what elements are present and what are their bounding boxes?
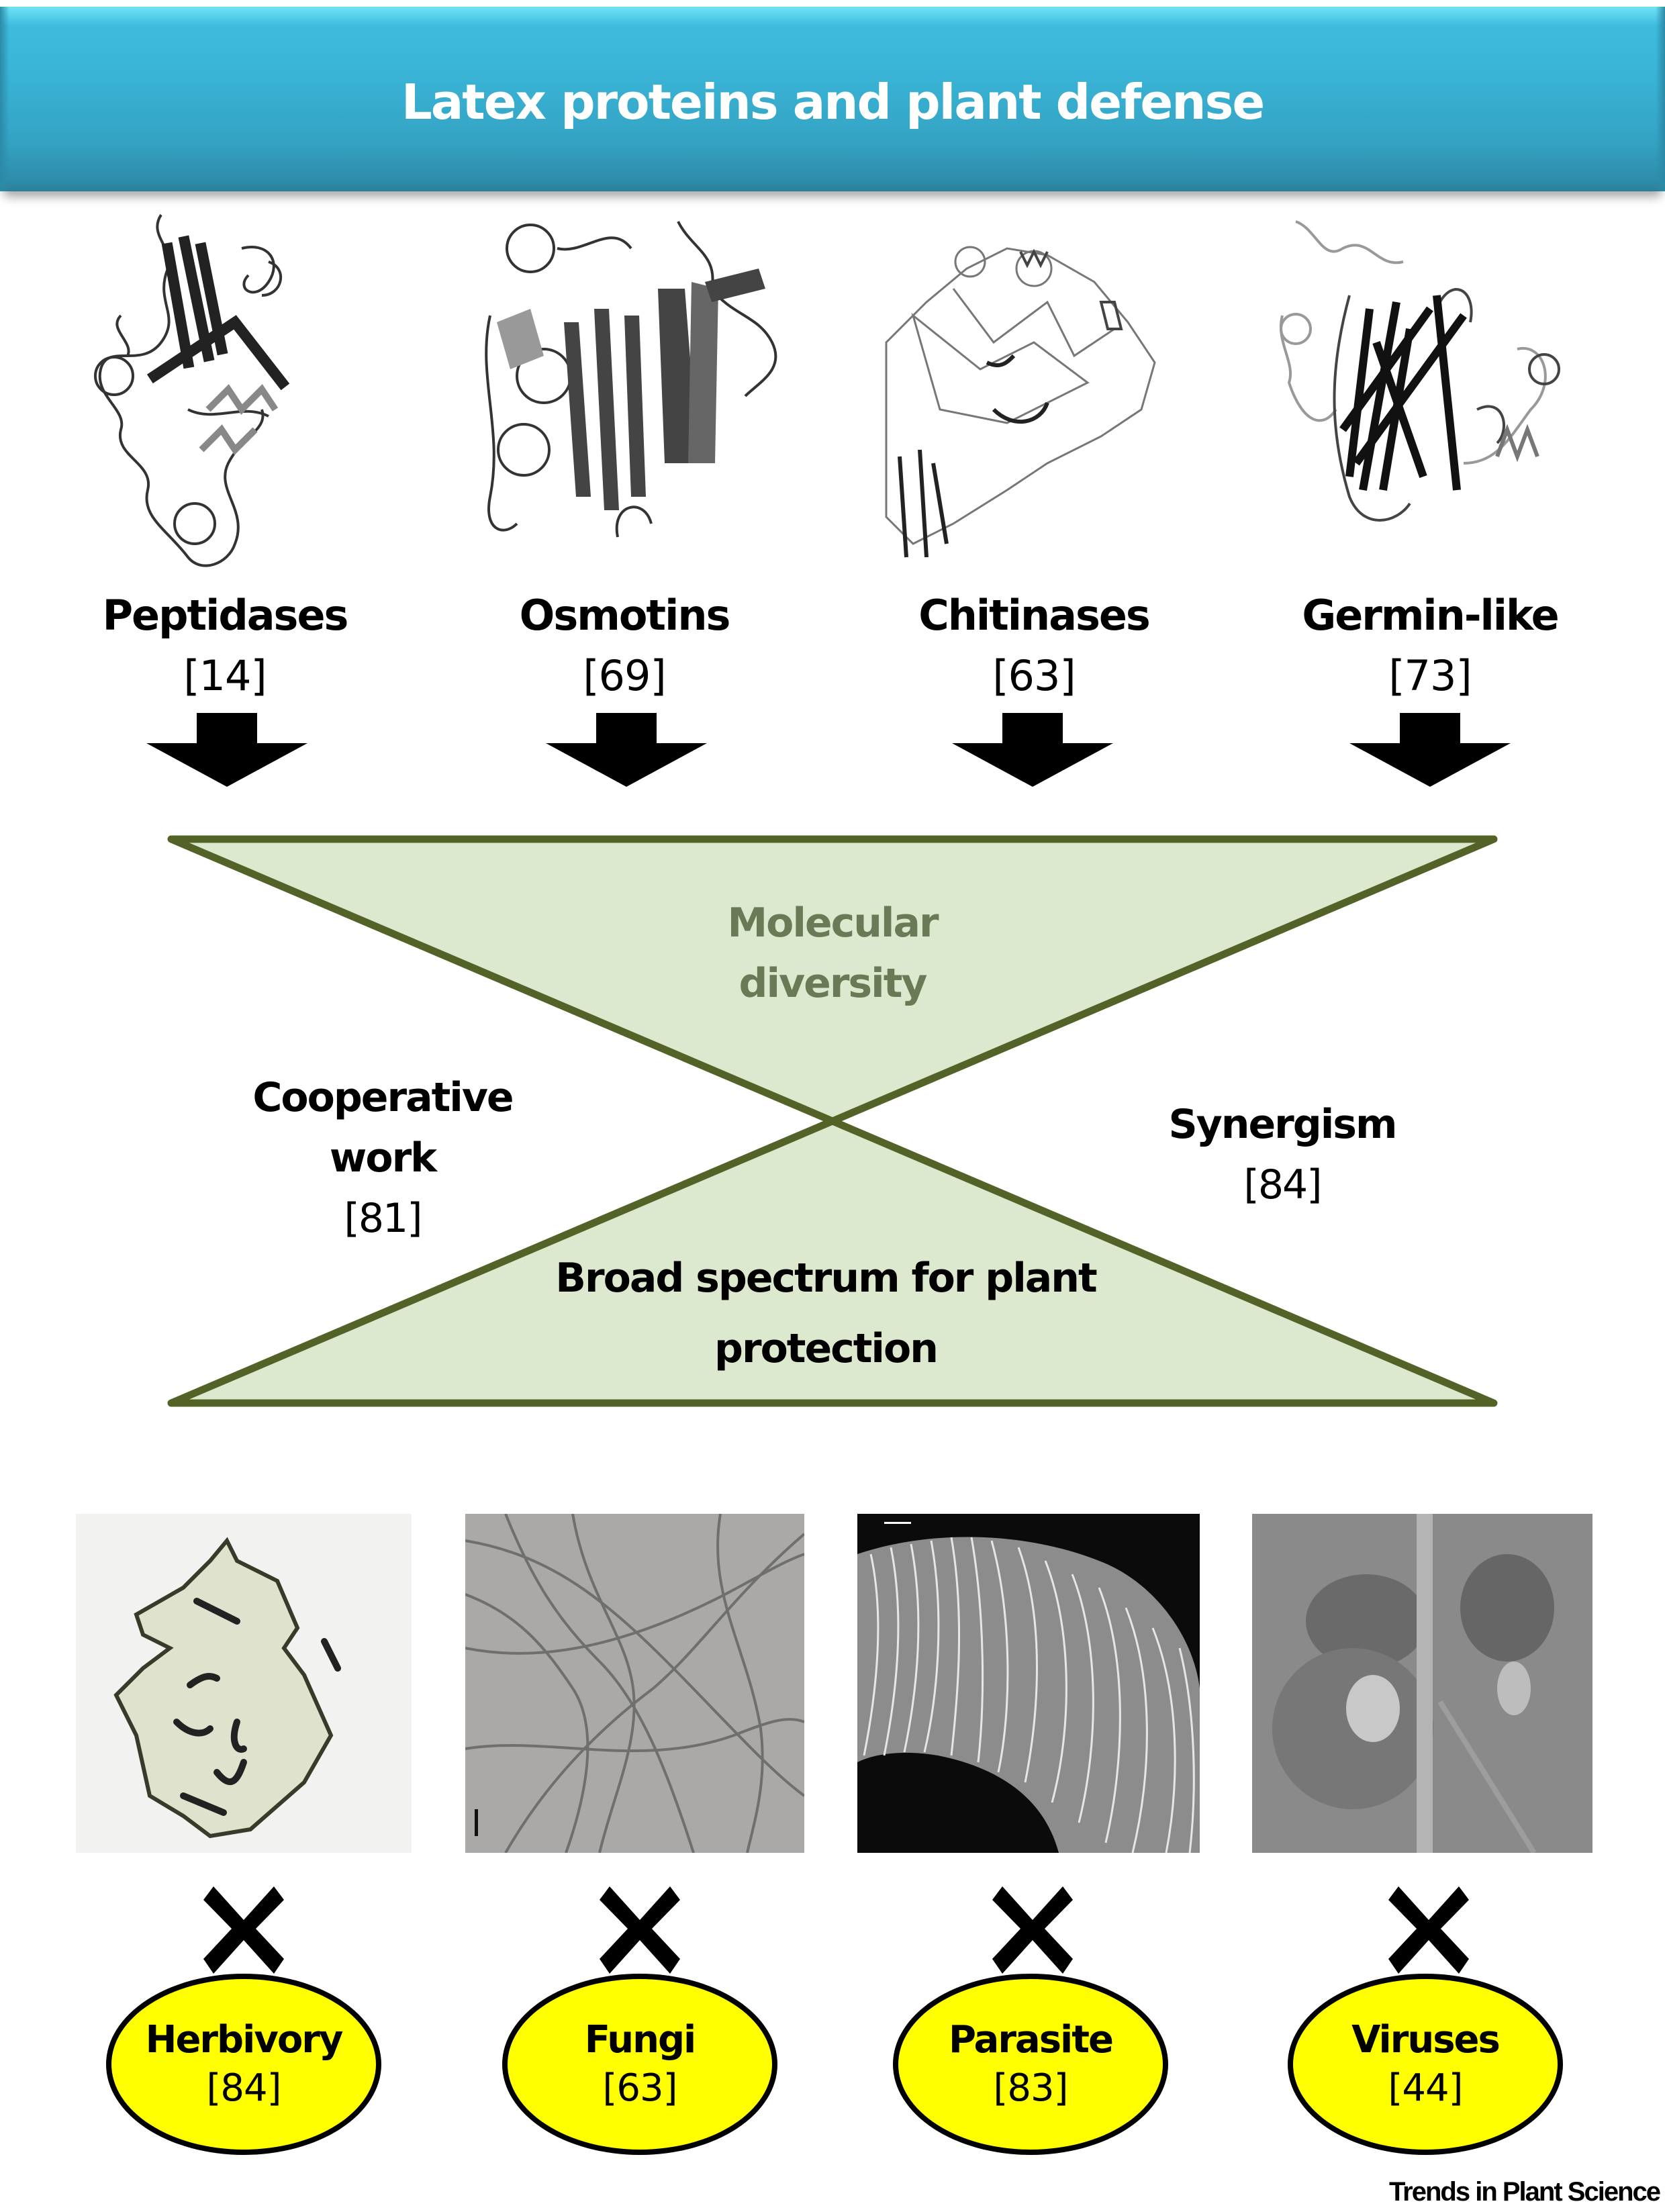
threat-name: Herbivory	[145, 2018, 344, 2062]
protein-structure-icon	[885, 246, 1156, 558]
threat-ref: [44]	[1388, 2066, 1464, 2110]
journal-footer: Trends in Plant Science	[1388, 2177, 1661, 2207]
herbivory-image	[76, 1514, 412, 1853]
broad-spectrum-line2: protection	[714, 1325, 939, 1372]
down-arrow-icon	[1349, 713, 1511, 787]
block-x-icon	[992, 1886, 1073, 1974]
threat-parasite: Parasite [83]	[893, 1974, 1168, 2155]
molecular-diversity-triangle	[167, 835, 1498, 1125]
protein-ref-osmotins: [69]	[583, 651, 666, 700]
protein-structure-icon	[1280, 220, 1560, 522]
osmotin-structure-image	[477, 208, 792, 584]
down-arrow-icon	[146, 713, 307, 787]
protein-label-osmotins: Osmotins	[519, 591, 731, 640]
viruses-image	[1252, 1514, 1592, 1853]
molecular-diversity-line2: diversity	[739, 960, 928, 1007]
fungi-image	[465, 1514, 804, 1853]
threat-name: Viruses	[1351, 2018, 1501, 2062]
parasite-image	[857, 1514, 1200, 1853]
fungal-hyphae-icon	[465, 1514, 804, 1853]
viral-leaf-lesion-icon	[1252, 1514, 1592, 1853]
synergism-label: Synergism [84]	[1114, 1094, 1450, 1215]
threat-fungi: Fungi [63]	[502, 1974, 777, 2155]
protein-ref-germin-like: [73]	[1388, 651, 1472, 700]
protein-structure-icon	[485, 221, 777, 538]
block-x-icon	[600, 1886, 680, 1974]
molecular-diversity-label: Molecular diversity	[665, 893, 1000, 1014]
threat-name: Parasite	[948, 2018, 1114, 2062]
leaf-caterpillars-icon	[76, 1514, 412, 1853]
peptidase-structure-image	[67, 208, 383, 584]
down-arrow-icon	[952, 713, 1113, 787]
down-arrow-icon	[546, 713, 707, 787]
diagram-title: Latex proteins and plant defense	[401, 74, 1265, 130]
protein-structure-icon	[94, 213, 290, 567]
threat-name: Fungi	[584, 2018, 696, 2062]
threat-viruses: Viruses [44]	[1288, 1974, 1563, 2155]
cooperative-work-ref: [81]	[344, 1195, 422, 1242]
threat-ref: [83]	[993, 2066, 1069, 2110]
block-x-icon	[203, 1886, 284, 1974]
broad-spectrum-line1: Broad spectrum for plant	[555, 1255, 1097, 1302]
threat-herbivory: Herbivory [84]	[106, 1974, 381, 2155]
hourglass-diagram	[167, 835, 1498, 1407]
protein-label-peptidases: Peptidases	[102, 591, 349, 640]
cooperative-work-line2: work	[329, 1135, 437, 1182]
threat-ref: [84]	[206, 2066, 282, 2110]
molecular-diversity-line1: Molecular	[727, 900, 939, 947]
nematode-sem-icon	[857, 1514, 1200, 1853]
chitinase-structure-image	[873, 208, 1188, 584]
title-banner: Latex proteins and plant defense	[0, 7, 1665, 191]
protein-ref-peptidases: [14]	[183, 651, 267, 700]
protein-label-germin-like: Germin-like	[1302, 591, 1559, 640]
cooperative-work-label: Cooperative work [81]	[215, 1067, 551, 1249]
protein-ref-chitinases: [63]	[992, 651, 1076, 700]
threat-ref: [63]	[602, 2066, 678, 2110]
synergism-ref: [84]	[1243, 1161, 1322, 1208]
synergism-line1: Synergism	[1168, 1101, 1397, 1148]
germin-like-structure-image	[1276, 208, 1591, 584]
broad-spectrum-triangle	[167, 1117, 1498, 1407]
broad-spectrum-label: Broad spectrum for plant protection	[497, 1243, 1155, 1384]
cooperative-work-line1: Cooperative	[252, 1074, 514, 1121]
protein-label-chitinases: Chitinases	[918, 591, 1151, 640]
block-x-icon	[1388, 1886, 1469, 1974]
